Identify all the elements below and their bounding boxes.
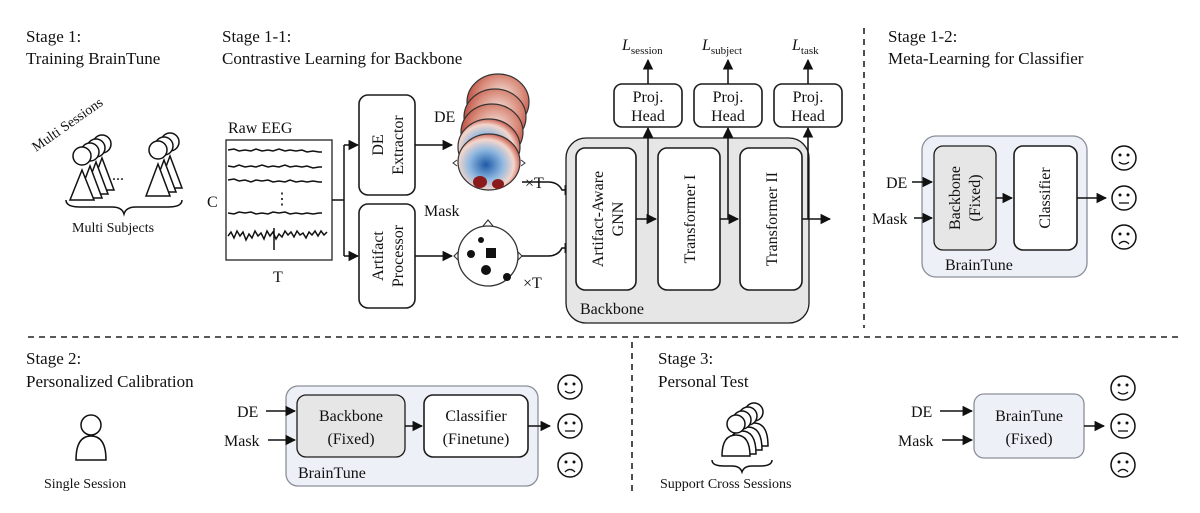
t-axis-label: T — [273, 269, 283, 286]
person-icon — [68, 134, 116, 201]
arrow-mask-to-gnn — [522, 242, 576, 257]
backbone-line1: Backbone — [947, 166, 964, 230]
proj-head-task: Proj. Head — [773, 83, 843, 128]
braintune-label: BrainTune — [945, 257, 1013, 274]
person-icon — [144, 132, 184, 197]
single-session-label: Single Session — [44, 477, 126, 492]
mask-map-icon — [453, 219, 523, 287]
gnn-line1: Artifact-Aware — [590, 171, 607, 267]
sessions-brace — [711, 459, 773, 475]
de-extractor-line2: Extractor — [390, 115, 407, 175]
transformer-2-box: Transformer II — [739, 147, 803, 291]
classifier-box: Classifier — [1013, 145, 1078, 251]
braintune-line1: BrainTune — [995, 408, 1063, 425]
transformer-2-label: Transformer II — [764, 172, 781, 266]
smiley-sad-icon — [1111, 224, 1137, 250]
backbone-line2: (Fixed) — [967, 174, 984, 221]
stage1-title: Stage 1: — [26, 27, 81, 46]
smiley-happy-icon — [1111, 145, 1137, 171]
stage3-title: Stage 3: — [658, 349, 713, 368]
stage1-2-title: Stage 1-2: — [888, 27, 957, 46]
de-times-t: ×T — [525, 175, 544, 192]
channel-dots: ⋮ — [274, 191, 290, 208]
multi-subjects-label: Multi Subjects — [72, 221, 154, 236]
braintune-fixed-box: BrainTune (Fixed) — [973, 393, 1085, 459]
person-icon — [721, 402, 769, 457]
smiley-neutral-icon — [557, 413, 583, 439]
stage1-subtitle: Training BrainTune — [26, 49, 160, 68]
topographic-map-icon — [452, 73, 530, 191]
proj-head-session: Proj. Head — [613, 83, 683, 128]
de-input-label: DE — [911, 404, 932, 421]
proj-head-line1: Proj. — [793, 89, 824, 106]
backbone-line2: (Fixed) — [327, 431, 374, 448]
smiley-sad-icon — [1110, 452, 1136, 478]
loss-subject: Lsubject — [701, 37, 742, 57]
eeg-waveform-icon — [225, 139, 333, 261]
stage1-1-title: Stage 1-1: — [222, 27, 291, 46]
mask-input-label: Mask — [224, 433, 260, 450]
mask-times-t: ×T — [523, 275, 542, 292]
mask-map-label: Mask — [424, 203, 460, 220]
proj-head-subject: Proj. Head — [693, 83, 763, 128]
smiley-happy-icon — [557, 374, 583, 400]
smiley-happy-icon — [1110, 375, 1136, 401]
backbone-fixed-box: Backbone (Fixed) — [296, 394, 406, 458]
stage1-2-subtitle: Meta-Learning for Classifier — [888, 49, 1084, 68]
de-extractor-box: DE Extractor — [358, 94, 416, 196]
raw-eeg-label: Raw EEG — [228, 120, 293, 137]
backbone-fixed-box: Backbone (Fixed) — [933, 145, 997, 251]
proj-head-line2: Head — [791, 108, 825, 125]
proj-head-line1: Proj. — [713, 89, 744, 106]
braintune-label: BrainTune — [298, 465, 366, 482]
artifact-processor-line1: Artifact — [370, 231, 387, 281]
braintune-line2: (Fixed) — [1005, 431, 1052, 448]
de-input-label: DE — [237, 404, 258, 421]
classifier-line2: (Finetune) — [443, 431, 510, 448]
classifier-finetune-box: Classifier (Finetune) — [423, 394, 529, 458]
smiley-neutral-icon — [1111, 185, 1137, 211]
de-extractor-line1: DE — [370, 134, 387, 155]
loss-session: Lsession — [621, 37, 663, 57]
mask-input-label: Mask — [872, 211, 908, 228]
de-input-label: DE — [886, 175, 907, 192]
stage2-title: Stage 2: — [26, 349, 81, 368]
transformer-1-label: Transformer I — [682, 175, 699, 264]
transformer-1-box: Transformer I — [657, 147, 721, 291]
proj-head-line2: Head — [711, 108, 745, 125]
smiley-neutral-icon — [1110, 413, 1136, 439]
stage2-subtitle: Personalized Calibration — [26, 372, 194, 391]
gnn-line2: GNN — [610, 201, 627, 236]
subjects-brace — [65, 199, 183, 217]
arrow-de-to-gnn — [522, 181, 576, 196]
de-map-label: DE — [434, 109, 455, 126]
classifier-label: Classifier — [1037, 167, 1054, 229]
c-axis-label: C — [207, 194, 218, 211]
stage1-1-subtitle: Contrastive Learning for Backbone — [222, 49, 462, 68]
artifact-processor-box: Artifact Processor — [358, 203, 416, 309]
artifact-aware-gnn-box: Artifact-Aware GNN — [575, 147, 637, 291]
backbone-line1: Backbone — [319, 408, 383, 425]
backbone-label: Backbone — [580, 301, 644, 318]
classifier-line1: Classifier — [445, 408, 507, 425]
smiley-sad-icon — [557, 452, 583, 478]
loss-task: Ltask — [791, 37, 819, 57]
mask-input-label: Mask — [898, 433, 934, 450]
proj-head-line1: Proj. — [633, 89, 664, 106]
support-cross-sessions-label: Support Cross Sessions — [660, 477, 791, 492]
artifact-processor-line2: Processor — [390, 224, 407, 287]
ellipsis: ... — [112, 167, 124, 184]
proj-head-line2: Head — [631, 108, 665, 125]
stage3-subtitle: Personal Test — [658, 372, 749, 391]
person-icon — [75, 414, 107, 461]
